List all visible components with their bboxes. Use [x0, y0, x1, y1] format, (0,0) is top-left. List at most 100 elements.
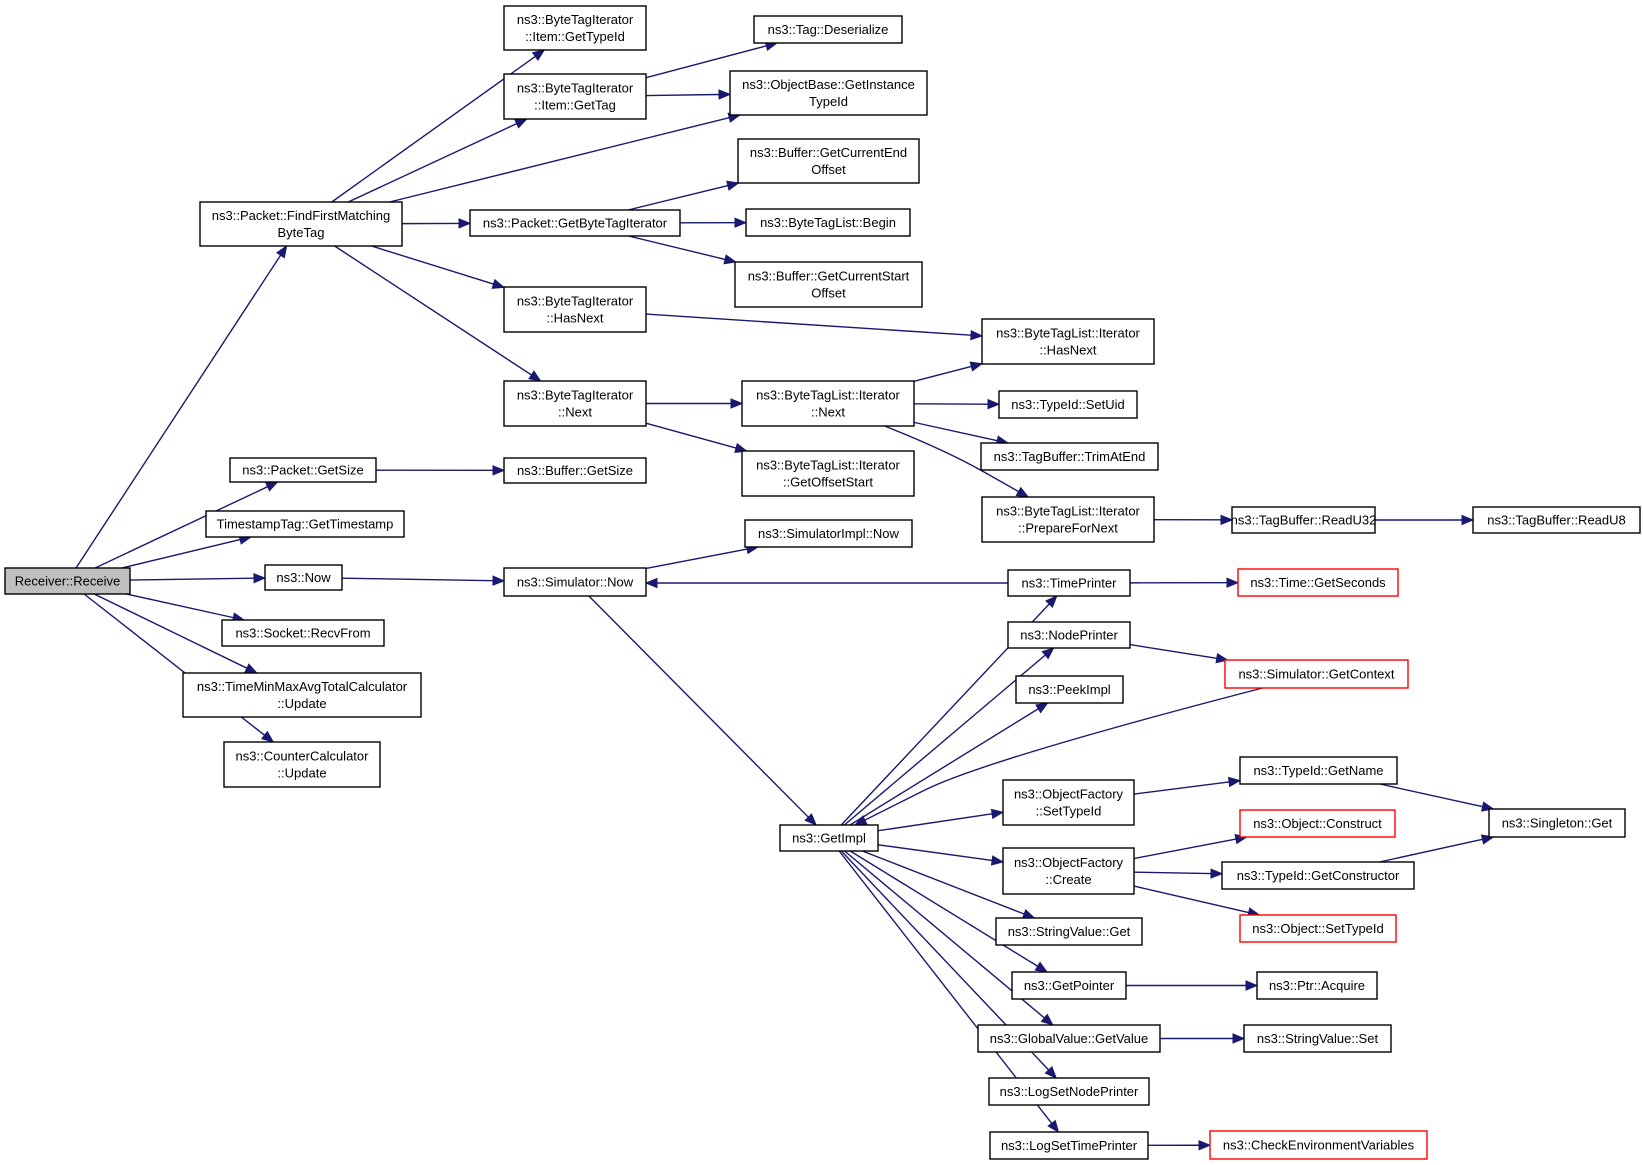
node-cc-update[interactable]: ns3::CounterCalculator::Update [223, 741, 381, 788]
node-label: ::GetOffsetStart [783, 475, 873, 490]
node-btl-it-getoff[interactable]: ns3::ByteTagList::Iterator::GetOffsetSta… [741, 450, 915, 497]
node-of-settypeid[interactable]: ns3::ObjectFactory::SetTypeId [1002, 779, 1135, 826]
node-logsettime[interactable]: ns3::LogSetTimePrinter [989, 1131, 1149, 1160]
node-tb-readu32[interactable]: ns3::TagBuffer::ReadU32 [1231, 506, 1377, 534]
node-buf-getsize[interactable]: ns3::Buffer::GetSize [503, 457, 647, 484]
edge-pkt_getbti-to-buf_curstart-arrowhead [723, 254, 738, 265]
node-time-getsec[interactable]: ns3::Time::GetSeconds [1237, 568, 1399, 597]
node-label: Receiver::Receive [15, 574, 121, 589]
node-label: ns3::LogSetNodePrinter [1000, 1084, 1139, 1099]
node-box [199, 201, 403, 247]
node-pkt-getbti[interactable]: ns3::Packet::GetByteTagIterator [469, 209, 681, 237]
node-btl-begin[interactable]: ns3::ByteTagList::Begin [745, 208, 911, 237]
node-tb-trim[interactable]: ns3::TagBuffer::TrimAtEnd [980, 442, 1159, 471]
node-box [737, 138, 920, 184]
node-box [4, 567, 131, 595]
node-logsetnode[interactable]: ns3::LogSetNodePrinter [988, 1077, 1150, 1106]
node-typeid-getctor[interactable]: ns3::TypeId::GetConstructor [1221, 861, 1415, 890]
node-label: ns3::LogSetTimePrinter [1001, 1138, 1138, 1153]
node-recvfrom[interactable]: ns3::Socket::RecvFrom [221, 619, 385, 647]
node-of-create[interactable]: ns3::ObjectFactory::Create [1002, 847, 1135, 895]
node-timeprinter[interactable]: ns3::TimePrinter [1007, 569, 1131, 597]
node-typeid-setuid[interactable]: ns3::TypeId::SetUid [998, 390, 1138, 419]
node-box [1256, 971, 1378, 1000]
edge-receive-to-pkt_getsize-arrowhead [264, 481, 279, 492]
node-label: ns3::ByteTagList::Iterator [756, 458, 900, 473]
edge-ns3now-to-sim_now-arrowhead [492, 575, 506, 586]
node-gv-getvalue[interactable]: ns3::GlobalValue::GetValue [977, 1024, 1161, 1053]
node-strval-get[interactable]: ns3::StringValue::Get [995, 917, 1143, 946]
edge-bti_next-to-btl_it_getoff-arrowhead [734, 442, 748, 453]
node-box [182, 672, 422, 718]
edge-getpointer-to-ptr_acquire-arrowhead [1245, 980, 1259, 991]
node-obj-settypeid[interactable]: ns3::Object::SetTypeId [1239, 914, 1397, 943]
node-sim-getctx[interactable]: ns3::Simulator::GetContext [1224, 659, 1409, 689]
edge-getimpl-to-gv_getvalue-line [844, 850, 1045, 1019]
node-peekimpl[interactable]: ns3::PeekImpl [1015, 675, 1124, 704]
node-typeid-getname[interactable]: ns3::TypeId::GetName [1239, 756, 1398, 785]
edge-findfirst-to-bti_item_gettag-line [347, 123, 517, 203]
node-tag-deser[interactable]: ns3::Tag::Deserialize [753, 15, 903, 44]
node-label: ns3::TypeId::GetConstructor [1237, 868, 1400, 883]
edge-pkt_getbti-to-btl_begin-arrowhead [734, 217, 748, 228]
edge-findfirst-to-bti_next-line [334, 245, 532, 376]
node-bti-item-gettypeid[interactable]: ns3::ByteTagIterator::Item::GetTypeId [503, 5, 647, 51]
node-ts-get[interactable]: TimestampTag::GetTimestamp [205, 510, 405, 538]
edge-pkt_getbti-to-buf_curstart-line [628, 235, 726, 261]
node-label: ::HasNext [546, 311, 603, 326]
node-bti-hasnext[interactable]: ns3::ByteTagIterator::HasNext [503, 286, 647, 333]
node-box [1002, 779, 1135, 826]
edge-of_create-to-typeid_getctor-arrowhead [1210, 868, 1224, 879]
node-checkenv[interactable]: ns3::CheckEnvironmentVariables [1209, 1130, 1428, 1160]
node-box [753, 15, 903, 44]
node-box [980, 442, 1159, 471]
edge-findfirst-to-bti_item_gettag [347, 118, 528, 203]
node-label: ns3::ByteTagIterator [517, 81, 634, 96]
node-btl-it-hasnext[interactable]: ns3::ByteTagList::Iterator::HasNext [981, 318, 1155, 365]
edge-timeprinter-to-sim_now-arrowhead [644, 577, 658, 589]
node-singleton-get[interactable]: ns3::Singleton::Get [1488, 808, 1626, 838]
edge-findfirst-to-bti_hasnext [371, 245, 506, 289]
node-getimpl[interactable]: ns3::GetImpl [779, 824, 879, 852]
node-btl-it-prep[interactable]: ns3::ByteTagList::Iterator::PrepareForNe… [981, 496, 1155, 543]
node-ns3now[interactable]: ns3::Now [264, 564, 343, 591]
node-strval-set[interactable]: ns3::StringValue::Set [1243, 1024, 1392, 1053]
edge-of_create-to-typeid_getctor-line [1133, 871, 1212, 875]
node-label: ns3::Packet::GetSize [242, 463, 363, 478]
node-box [977, 1024, 1161, 1053]
node-obj-construct[interactable]: ns3::Object::Construct [1239, 809, 1396, 838]
node-box [1239, 809, 1396, 838]
node-label: ::Item::GetTypeId [525, 29, 625, 44]
node-nodeprinter[interactable]: ns3::NodePrinter [1007, 621, 1131, 649]
edge-bti_next-to-btl_it_next [646, 398, 744, 409]
edge-getimpl-to-nodeprinter-arrowhead [1041, 647, 1055, 660]
edge-bti_hasnext-to-btl_it_hasnext-line [645, 313, 972, 336]
node-tb-readu8[interactable]: ns3::TagBuffer::ReadU8 [1472, 506, 1641, 534]
node-pkt-getsize[interactable]: ns3::Packet::GetSize [229, 457, 377, 483]
node-label: TypeId [809, 94, 848, 109]
node-ptr-acquire[interactable]: ns3::Ptr::Acquire [1256, 971, 1378, 1000]
edge-timeprinter-to-time_getsec [1129, 577, 1240, 588]
edge-typeid_getctor-to-singleton_get-line [1379, 838, 1483, 863]
edge-getimpl-to-strval_get-arrowhead [1021, 908, 1036, 919]
edge-getimpl-to-of_create-line [877, 844, 993, 862]
node-simimpl-now[interactable]: ns3::SimulatorImpl::Now [744, 519, 913, 548]
node-btl-it-next[interactable]: ns3::ByteTagList::Iterator::Next [741, 380, 915, 427]
edge-tb_readu32-to-tb_readu8 [1375, 514, 1475, 526]
node-box [989, 1131, 1149, 1160]
node-box [729, 70, 928, 116]
node-sim-now[interactable]: ns3::Simulator::Now [503, 567, 647, 597]
node-label: ns3::Time::GetSeconds [1250, 575, 1386, 590]
node-bti-item-gettag[interactable]: ns3::ByteTagIterator::Item::GetTag [503, 73, 647, 120]
edge-typeid_getname-to-singleton_get-line [1379, 783, 1483, 808]
node-bti-next[interactable]: ns3::ByteTagIterator::Next [503, 380, 647, 427]
node-tmm-update[interactable]: ns3::TimeMinMaxAvgTotalCalculator::Updat… [182, 672, 422, 718]
node-receive[interactable]: Receiver::Receive [4, 567, 131, 595]
node-label: ns3::GetImpl [792, 831, 866, 846]
node-getpointer[interactable]: ns3::GetPointer [1011, 971, 1127, 1000]
node-box [1243, 1024, 1392, 1053]
